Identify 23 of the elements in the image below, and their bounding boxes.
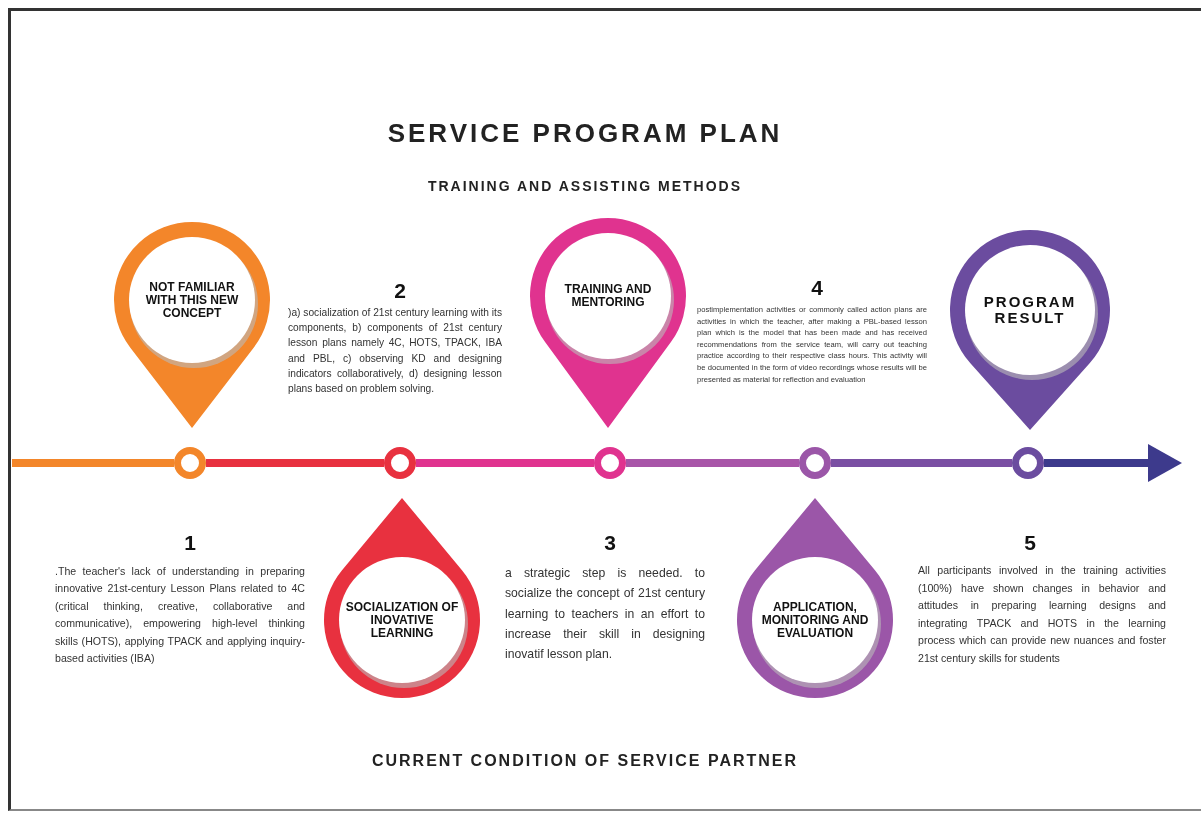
- subtitle: TRAINING AND ASSISTING METHODS: [426, 178, 744, 194]
- timeline-ring: [594, 447, 626, 479]
- timeline-ring: [174, 447, 206, 479]
- step-description: )a) socialization of 21st century learning with its components, b) components of 21st century lesson plans namely 4C, HOTS, TPACK, IBA and PBL, c) observing KD and designing indicators collaboratively, d) designing lesson plans based on problem solving.: [288, 306, 502, 396]
- pin-title: TRAINING AND MENTORING: [563, 281, 653, 311]
- timeline-ring: [384, 447, 416, 479]
- step-number: 4: [810, 276, 824, 300]
- bottom-heading: CURRENT CONDITION OF SERVICE PARTNER: [370, 752, 800, 770]
- timeline-ring: [1012, 447, 1044, 479]
- step-number: 1: [183, 531, 197, 555]
- step-number: 2: [393, 279, 407, 303]
- step-description: All participants involved in the training activities (100%) have shown changes in behavior and attitudes in preparing learning designs and integrating TPACK and HOTS in the learning process which can provide new nuances and foster 21st century skills for students: [918, 563, 1166, 666]
- diagram-title: SERVICE PROGRAM PLAN: [386, 118, 784, 149]
- step-description: .The teacher's lack of understanding in preparing innovative 21st-century Lesson Plans related to 4C (critical thinking, creative, collaborative and communicative), empowering high-level thinking skills (HOTS), applying TPACK and applying inquiry-based activities (IBA): [55, 564, 305, 667]
- step-number: 5: [1023, 531, 1037, 555]
- timeline-ring: [799, 447, 831, 479]
- pin-title: APPLICATION, MONITORING AND EVALUATION: [760, 598, 870, 642]
- step-number: 3: [603, 531, 617, 555]
- pin-title: SOCIALIZATION OF INOVATIVE LEARNING: [344, 598, 460, 642]
- pin-title: NOT FAMILIAR WITH THIS NEW CONCEPT: [144, 278, 240, 322]
- timeline-arrow: [1044, 444, 1182, 482]
- step-description: a strategic step is needed. to socialize the concept of 21st century learning to teachers in an effort to increase their skill in designing inovatif lesson plan.: [505, 565, 705, 664]
- pin-title: PROGRAM RESULT: [982, 292, 1078, 328]
